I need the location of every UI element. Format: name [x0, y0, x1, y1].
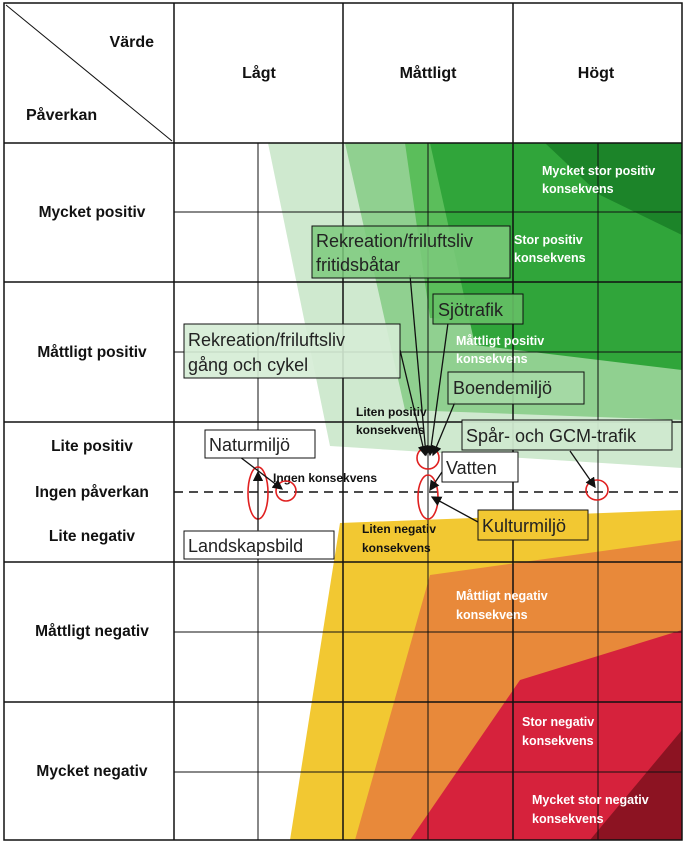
- annotation-text: Spår- och GCM-trafik: [466, 426, 637, 446]
- row-label: Måttligt negativ: [35, 623, 149, 640]
- annotation-text: Landskapsbild: [188, 536, 303, 556]
- header: Värde Påverkan Lågt Måttligt Högt: [26, 34, 615, 124]
- annotations: Rekreation/friluftsliv fritidsbåtar Sjöt…: [183, 225, 673, 560]
- annotation-text: Boendemiljö: [453, 378, 552, 398]
- annotation-text: Rekreation/friluftsliv: [316, 231, 473, 251]
- col-header-moderate: Måttligt: [400, 64, 458, 82]
- annotation-text: fritidsbåtar: [316, 255, 400, 275]
- marker-naturmiljo: [275, 480, 297, 502]
- leader-arrows: [239, 274, 596, 530]
- zone-label: Mycket stor positiv: [542, 164, 655, 178]
- label-rekreation-batar: Rekreation/friluftsliv fritidsbåtar: [311, 225, 511, 279]
- label-spar-gcm: Spår- och GCM-trafik: [461, 419, 673, 451]
- annotation-text: Kulturmiljö: [482, 516, 566, 536]
- zone-label: Stor negativ: [522, 715, 594, 729]
- row-label: Lite negativ: [49, 528, 136, 545]
- zone-label: Måttligt positiv: [456, 334, 544, 348]
- zone-label: konsekvens: [356, 423, 425, 437]
- label-naturmiljo: Naturmiljö: [204, 429, 316, 459]
- zone-labels: Mycket stor positiv konsekvens Stor posi…: [273, 164, 655, 826]
- zone-label: konsekvens: [456, 608, 528, 622]
- grid: [3, 2, 683, 841]
- zone-label: konsekvens: [514, 251, 586, 265]
- col-header-high: Högt: [578, 65, 615, 82]
- annotation-text: Sjötrafik: [438, 300, 504, 320]
- label-kulturmiljo: Kulturmiljö: [477, 509, 589, 541]
- label-boendemiljo: Boendemiljö: [447, 371, 585, 405]
- negative-zones: [290, 510, 682, 840]
- zone-label: Ingen konsekvens: [273, 471, 377, 485]
- row-label: Mycket negativ: [36, 763, 148, 780]
- annotation-text: Naturmiljö: [209, 435, 290, 455]
- row-label: Måttligt positiv: [37, 344, 147, 361]
- zone-label: konsekvens: [542, 182, 614, 196]
- zone-label: konsekvens: [456, 352, 528, 366]
- zone-label: Liten negativ: [362, 522, 436, 536]
- zone-label: Liten positiv: [356, 405, 427, 419]
- label-sjotrafik: Sjötrafik: [432, 293, 524, 325]
- row-label: Ingen påverkan: [35, 484, 149, 501]
- corner-value-label: Värde: [110, 34, 155, 51]
- zone-label: Stor positiv: [514, 233, 583, 247]
- row-label: Mycket positiv: [39, 204, 146, 221]
- zone-label: konsekvens: [522, 734, 594, 748]
- annotation-text: Vatten: [446, 458, 497, 478]
- zone-label: konsekvens: [362, 541, 431, 555]
- label-vatten: Vatten: [441, 451, 519, 483]
- annotation-text: Rekreation/friluftsliv: [188, 330, 345, 350]
- corner-impact-label: Påverkan: [26, 106, 97, 124]
- zone-label: konsekvens: [532, 812, 604, 826]
- zone-very-large-negative: [590, 730, 682, 840]
- label-rekreation-gang: Rekreation/friluftsliv gång och cykel: [183, 323, 401, 379]
- col-header-low: Lågt: [242, 64, 276, 82]
- row-label: Lite positiv: [51, 438, 133, 455]
- zone-large-negative: [410, 630, 682, 840]
- label-landskapsbild: Landskapsbild: [183, 530, 335, 560]
- marker-spar-gcm: [585, 479, 609, 501]
- zone-label: Måttligt negativ: [456, 589, 548, 603]
- row-labels: Mycket positiv Måttligt positiv Lite pos…: [35, 204, 149, 780]
- zone-label: Mycket stor negativ: [532, 793, 649, 807]
- annotation-text: gång och cykel: [188, 355, 308, 375]
